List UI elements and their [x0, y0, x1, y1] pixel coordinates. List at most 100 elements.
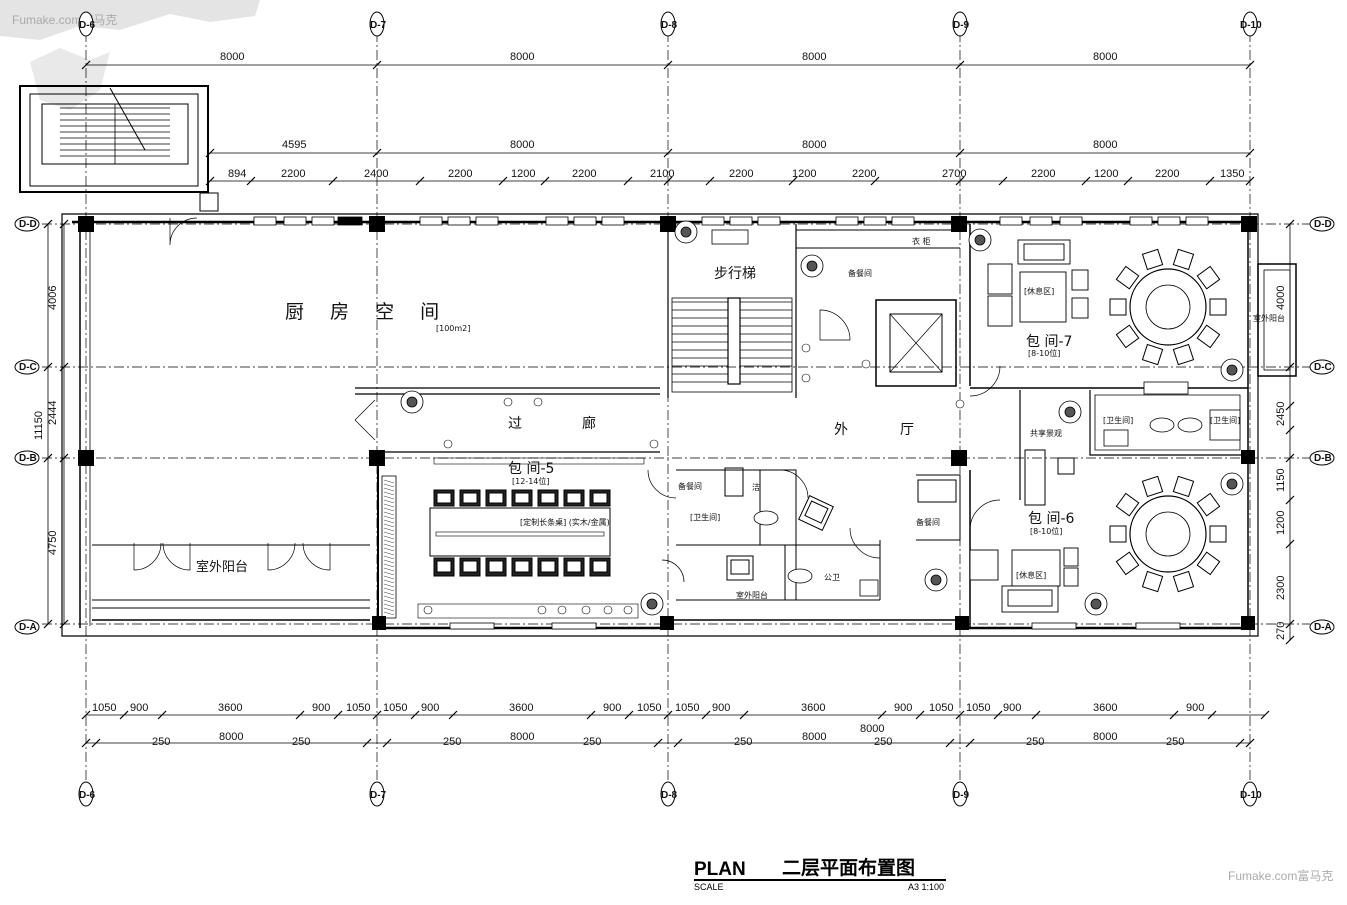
sideboard-hatch: [383, 499, 395, 504]
dim-tick: [955, 710, 965, 720]
dim-text: 8000: [1093, 139, 1117, 151]
window: [835, 216, 859, 226]
sideboard-hatch: [383, 587, 395, 592]
dim-tick: [91, 738, 101, 748]
dim-tick: [1285, 453, 1295, 463]
dim-tick: [965, 738, 975, 748]
plant-core: [680, 226, 692, 238]
dim-text: 894: [228, 168, 246, 180]
bottom-dims-row1: 1050 900 3600 900 1050 1050 900 3600 900…: [92, 702, 1204, 714]
dim-tick: [43, 362, 53, 372]
sideboard-hatch: [383, 563, 395, 568]
dim-tick: [1285, 539, 1295, 549]
dim-text: 4000: [1275, 286, 1287, 310]
ceiling-light: [801, 373, 811, 383]
dim-text: 1150: [1275, 468, 1287, 492]
sideboard-hatch: [383, 491, 395, 496]
counter: [417, 603, 639, 619]
axis-label: D-B: [19, 453, 37, 464]
dim-tick: [1123, 176, 1133, 186]
window: [701, 216, 725, 226]
room-label-wc3: [卫生间]: [690, 512, 720, 522]
sideboard-detail: [383, 479, 395, 616]
dim-text: 2444: [47, 401, 59, 425]
sideboard-hatch: [383, 531, 395, 536]
sideboard-hatch: [383, 495, 395, 500]
round-table-chair: [1209, 298, 1227, 316]
room-label-stair: 步行梯: [714, 266, 756, 282]
window-dark: [337, 216, 363, 226]
round-table-chair: [1141, 475, 1164, 498]
ceiling-light: [649, 439, 659, 449]
dim-tick: [663, 710, 673, 720]
round-table-room6: [1109, 475, 1227, 593]
sideboard-hatch: [383, 479, 395, 484]
dim-tick: [739, 710, 749, 720]
dim-text: 900: [1186, 702, 1204, 714]
dim-text: 900: [1003, 702, 1021, 714]
sideboard-hatch: [383, 603, 395, 608]
dim-text: 3600: [218, 702, 242, 714]
room-label-room6: 包 间-6: [1028, 511, 1075, 527]
plant-core: [646, 598, 658, 610]
watermark-bottom-right: Fumake.com富马克: [1228, 868, 1333, 883]
dim-tick: [448, 710, 458, 720]
dining-chair-seat: [566, 492, 582, 504]
dim-text: 1200: [1094, 168, 1118, 180]
sideboard-hatch: [383, 599, 395, 604]
dining-chair-seat: [540, 492, 556, 504]
structural-columns: [78, 216, 1257, 630]
dim-text: 2200: [852, 168, 876, 180]
dim-tick: [993, 710, 1003, 720]
dim-tick: [362, 738, 372, 748]
dining-chair-seat: [514, 492, 530, 504]
watermark-top-left: Fumake.com富马克: [12, 12, 117, 27]
lounge-sofa-room6: [969, 547, 1079, 613]
dining-chair-seat: [566, 560, 582, 573]
sideboard-hatch: [383, 591, 395, 596]
dim-tick: [1081, 176, 1091, 186]
dim-text: 8000: [510, 51, 534, 63]
dim-tick: [540, 176, 550, 186]
dim-tick: [1205, 176, 1215, 186]
dim-tick: [1245, 148, 1255, 158]
dining-chair-seat: [540, 560, 556, 573]
window: [729, 216, 753, 226]
room-label-service1: 备餐间: [848, 268, 872, 278]
round-table-chair: [1196, 551, 1221, 576]
dim-tick: [246, 176, 256, 186]
sideboard-hatch: [383, 583, 395, 588]
interior-stair: [671, 229, 793, 393]
ceiling-lights: [423, 343, 965, 615]
room-label-wc1: [卫生间]: [1103, 415, 1133, 425]
dim-tick: [653, 738, 663, 748]
title-block: PLAN 二层平面布置图 SCALE A3 1:100: [694, 856, 946, 892]
dim-text: 8000: [802, 139, 826, 151]
plant-core: [1226, 364, 1238, 376]
dim-tick: [623, 176, 633, 186]
room-label-hall-right: 厅: [900, 422, 914, 438]
dim-text: 8000: [510, 139, 534, 151]
round-table-room7: [1109, 248, 1227, 366]
ceiling-light: [623, 605, 633, 615]
dim-text: 2100: [650, 168, 674, 180]
dim-text: 4595: [282, 139, 306, 151]
round-table-chair: [1115, 492, 1140, 517]
dim-tick: [295, 710, 305, 720]
dim-text: 250: [874, 736, 892, 748]
axis-label: D-D: [19, 219, 37, 230]
sideboard-hatch: [383, 607, 395, 612]
window: [1031, 622, 1077, 630]
plant-core: [806, 260, 818, 272]
dining-chair-seat: [592, 560, 608, 573]
exterior-stair: [19, 85, 209, 193]
dim-text: 900: [894, 702, 912, 714]
round-table-chair: [1141, 343, 1164, 366]
dim-tick: [1285, 495, 1295, 505]
dim-tick: [372, 710, 382, 720]
ceiling-light: [557, 605, 567, 615]
sideboard-hatch: [383, 551, 395, 556]
dim-tick: [59, 362, 69, 372]
window: [1135, 622, 1181, 630]
